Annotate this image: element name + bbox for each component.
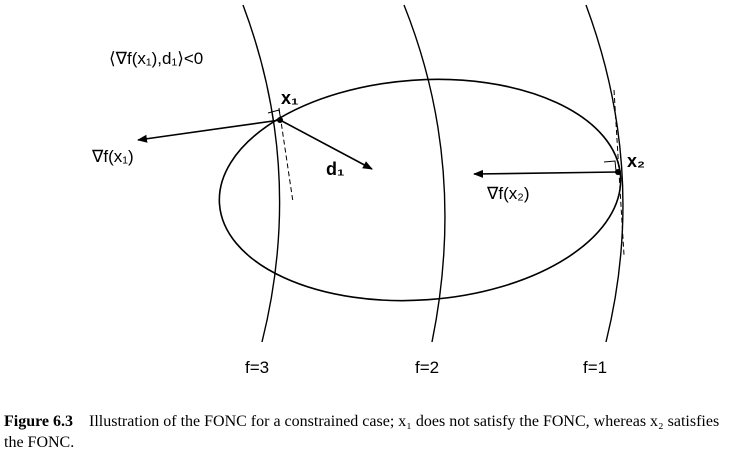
d1-label: d₁ [326,159,344,179]
level-label-f3: f=3 [245,358,269,377]
level-label-f1: f=1 [583,358,607,377]
figure-number: Figure 6.3 [4,413,74,430]
gradient-arrow-x1 [137,119,281,143]
right-angle-marker-x2 [603,160,617,172]
feasible-set-ellipse [218,78,622,302]
level-curve-f3 [242,4,281,343]
gradient-x1-label: ∇f(x₁) [91,147,134,166]
right-angle-marker-x1 [267,109,282,121]
level-curve-f1 [585,4,624,343]
point-x2 [615,169,621,175]
constraint-inner-product-label: ⟨∇f(x₁),d₁⟩<0 [109,49,203,68]
x2-label: x₂ [627,151,645,171]
level-label-f2: f=2 [415,358,439,377]
level-curve-f2 [403,4,446,343]
direction-arrow-d1 [279,119,373,170]
caption-text: Illustration of the FONC for a constrain… [4,413,720,451]
gradient-arrow-x2 [473,169,619,178]
x1-label: x₁ [281,88,298,108]
gradient-x2-label: ∇f(x₂) [486,184,530,203]
fonc-diagram: ⟨∇f(x₁),d₁⟩<0 x₁ x₂ ∇f(x₁) d₁ ∇f(x₂) f=3… [91,4,645,377]
point-x1 [277,117,283,123]
